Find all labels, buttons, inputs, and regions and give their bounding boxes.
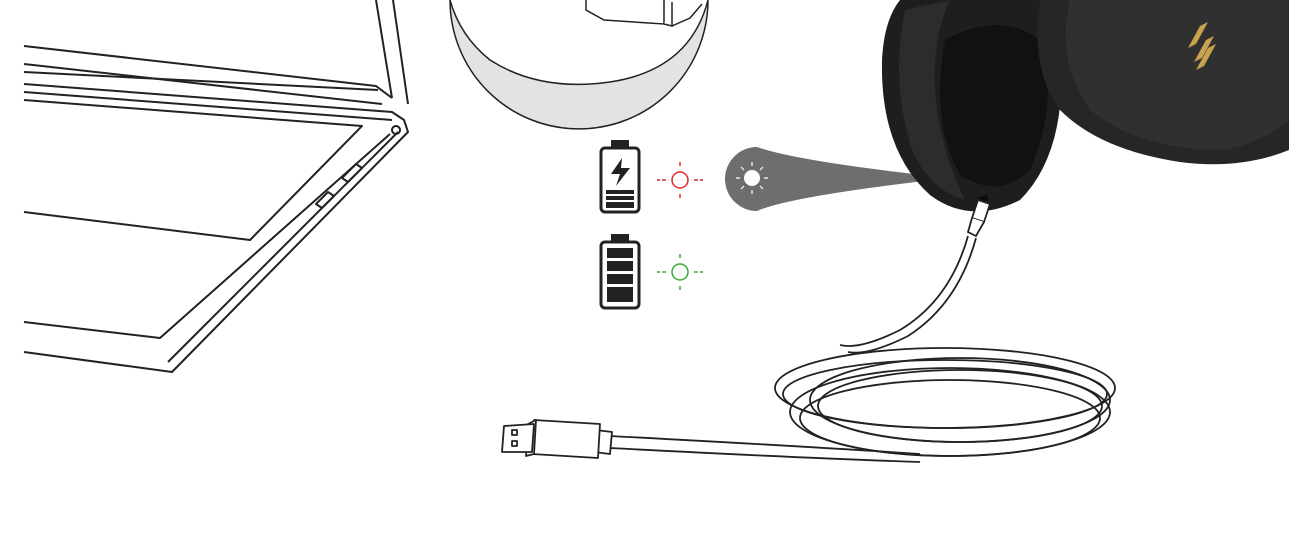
battery-charging-icon [601, 140, 639, 212]
charged-led-icon [657, 254, 703, 290]
charging-led-icon [657, 162, 703, 198]
usb-cable-icon [610, 200, 1115, 462]
usb-port-zoom-icon [450, 0, 708, 129]
usb-a-plug-icon [502, 420, 612, 458]
headphones-icon [882, 0, 1289, 211]
battery-full-icon [601, 234, 639, 308]
laptop-icon [24, 0, 408, 372]
